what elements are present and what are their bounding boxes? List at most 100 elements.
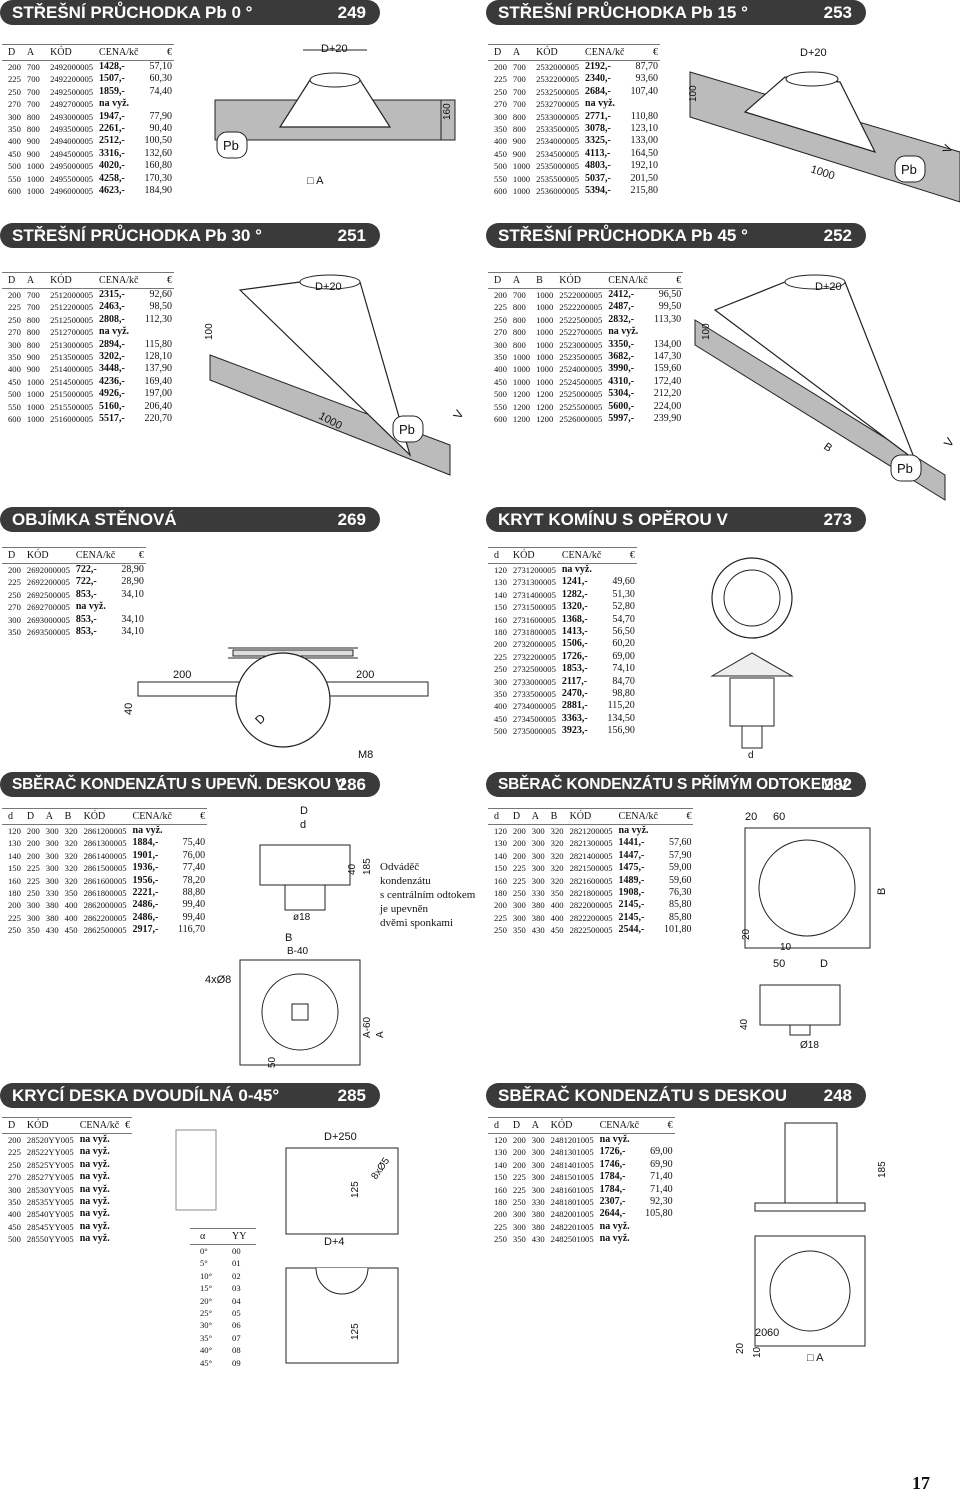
- section-title-249: STŘEŠNÍ PRŮCHODKA Pb 0 °249: [0, 0, 380, 25]
- column-header: CENA/kč: [73, 1117, 120, 1134]
- svg-text:D+20: D+20: [321, 43, 348, 55]
- table-row: 0°00: [190, 1245, 256, 1257]
- table-cell: 2861800005: [83, 888, 127, 899]
- drawing-condensate-286: D d 40 185 ø18 B B-40 4xØ8 A-60 A 50: [205, 805, 386, 1068]
- table-cell: na vyž.: [132, 825, 163, 836]
- table-cell: 01: [232, 1258, 241, 1269]
- table-cell: 600: [494, 414, 507, 425]
- column-header: KÓD: [44, 44, 94, 61]
- table-cell: 350: [494, 124, 507, 135]
- column-header: €: [138, 272, 174, 289]
- table-cell: 2482501005: [550, 1234, 594, 1245]
- table-cell: [139, 98, 175, 110]
- table-cell: [119, 1134, 132, 1146]
- table-cell: 1000: [26, 173, 45, 184]
- table-cell: na vyž.: [79, 1208, 110, 1220]
- svg-text:160: 160: [442, 103, 453, 120]
- table-cell: 800: [512, 327, 526, 338]
- table-cell: 34,10: [121, 588, 144, 600]
- table-cell: 1000: [26, 376, 45, 387]
- table-cell: 200: [8, 900, 21, 911]
- table-cell: 2533000005: [536, 111, 580, 122]
- table-cell: 28,90: [121, 576, 144, 588]
- table-cell: 2481601005: [550, 1184, 594, 1195]
- svg-text:100: 100: [701, 323, 712, 340]
- table-cell: 1000: [536, 339, 554, 350]
- column-header: D: [506, 1117, 526, 1134]
- table-cell: 4020,-: [99, 160, 125, 172]
- table-cell: 800: [512, 111, 526, 122]
- table-cell: 200: [494, 900, 507, 911]
- table-cell: 1000: [536, 314, 554, 325]
- svg-text:D: D: [300, 805, 308, 817]
- table-cell: 350: [26, 925, 40, 936]
- table-cell: 28,90: [121, 564, 144, 575]
- table-cell: 2862000005: [83, 900, 127, 911]
- table-cell: 300: [45, 850, 59, 861]
- section-title-285: KRYCÍ DESKA DVOUDÍLNÁ 0-45°285: [0, 1083, 380, 1108]
- table-cell: 2734500005: [512, 713, 556, 724]
- table-cell: 700: [26, 290, 40, 300]
- table-cell: 700: [26, 99, 40, 110]
- table-cell: 200: [494, 290, 507, 300]
- table-cell: 2532000005: [536, 62, 580, 72]
- table-cell: 2522500005: [559, 314, 603, 325]
- table-cell: na vyž.: [79, 1146, 110, 1158]
- table-cell: 2481301005: [550, 1147, 594, 1158]
- table-cell: 1447,-: [618, 849, 645, 861]
- section-title-252: STŘEŠNÍ PRŮCHODKA Pb 45 °252: [486, 223, 866, 248]
- table-cell: na vyž.: [585, 98, 616, 110]
- table-cell: na vyž.: [561, 564, 592, 575]
- table-cell: 300: [531, 838, 545, 849]
- table-cell: 3363,-: [561, 712, 588, 724]
- table-cell: 2523500005: [559, 352, 603, 363]
- table-cell: 350: [8, 1197, 21, 1208]
- table-cell: 300: [494, 339, 507, 350]
- table-cell: 700: [512, 99, 526, 110]
- table-cell: 2192,-: [585, 61, 611, 72]
- table-cell: 2644,-: [599, 1208, 626, 1220]
- table-cell: 330: [531, 1197, 545, 1208]
- table-cell: 1000: [26, 414, 45, 425]
- table-cell: 350: [512, 925, 526, 936]
- table-cell: 28535YY005: [26, 1197, 74, 1208]
- table-cell: 250: [494, 664, 507, 675]
- svg-text:Pb: Pb: [399, 422, 415, 437]
- table-cell: 08: [232, 1345, 241, 1356]
- drawing-roof-flashing-0: D+20 160 Pb □ A: [214, 43, 456, 187]
- svg-text:100: 100: [688, 85, 699, 102]
- table-cell: 2821200005: [569, 826, 613, 836]
- table-cell: 400: [8, 1209, 21, 1220]
- drawing-wall-bracket: 200 200 40 D M8: [123, 647, 429, 761]
- table-cell: 2735000005: [512, 726, 556, 737]
- table-cell: 2692700005: [26, 602, 70, 613]
- table-cell: 60,30: [149, 73, 173, 85]
- table-cell: 430: [531, 1234, 545, 1245]
- table-cell: 400: [494, 136, 507, 147]
- table-cell: 200: [8, 62, 21, 72]
- table-cell: 2821400005: [569, 850, 613, 861]
- table-cell: 00: [232, 1246, 241, 1256]
- table-cell: 2515000005: [50, 389, 94, 400]
